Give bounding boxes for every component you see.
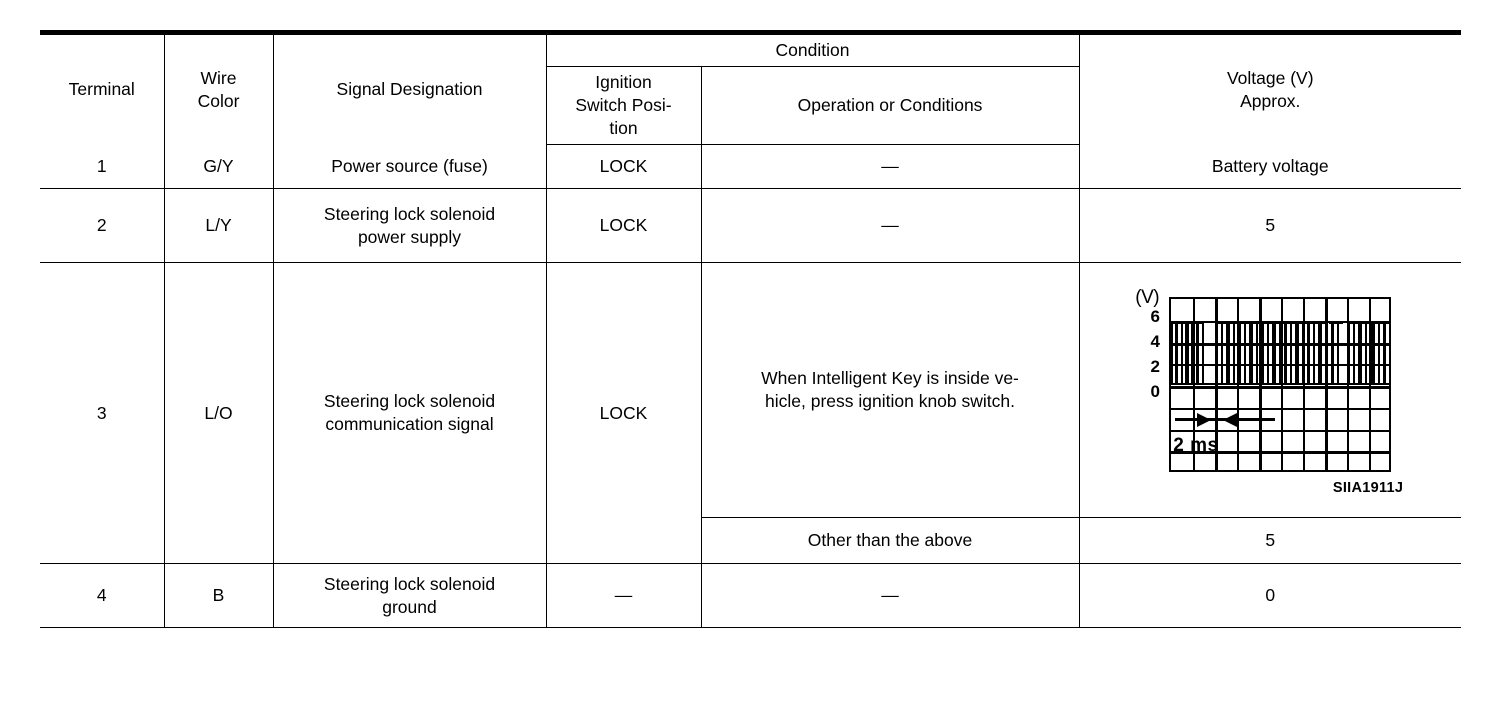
signal-line-2: power supply [357,226,462,247]
cell-ignition: LOCK [545,262,701,565]
cell-voltage: 0 [1078,563,1462,629]
signal-line-2: ground [382,596,437,617]
terminal-specification-table: Terminal Wire Color Signal Designation C… [40,29,1462,629]
waveform-grid [1169,297,1392,473]
header-operation-or-conditions: Operation or Conditions [700,66,1080,146]
signal-line-1: Steering lock solenoid [323,391,496,412]
time-division-marker [1171,411,1279,427]
cell-terminal: 2 [40,188,164,264]
waveform-trace [1171,321,1390,386]
cell-voltage: Battery voltage [1078,144,1462,190]
cell-wire-color: L/Y [163,188,273,264]
table-row: 2 L/Y Steering lock solenoid power suppl… [40,188,1462,264]
signal-line-1: Steering lock solenoid [323,203,496,224]
header-terminal: Terminal [40,29,164,145]
oscilloscope-waveform: (V) 6 4 2 0 [1135,283,1405,501]
header-wire-color: Wire Color [163,29,273,145]
cell-voltage-alt: 5 [1078,517,1462,565]
cell-voltage-waveform: (V) 6 4 2 0 [1078,262,1462,519]
header-signal-designation: Signal Designation [272,29,546,145]
cell-terminal: 4 [40,563,164,629]
cell-wire-color: L/O [163,262,273,565]
cell-operation-alt: Other than the above [700,517,1080,565]
y-tick-4: 4 [1150,332,1160,352]
cell-ignition: — [545,563,701,629]
cell-terminal: 3 [40,262,164,565]
waveform-unit-label: (V) [1135,287,1160,309]
signal-line-2: communication signal [325,414,494,435]
operation-line-1: When Intelligent Key is inside ve- [761,368,1019,389]
signal-line-1: Steering lock solenoid [323,573,496,594]
cell-signal: Steering lock solenoid power supply [272,188,546,264]
cell-wire-color: B [163,563,273,629]
waveform-y-axis: 6 4 2 0 [1143,308,1167,400]
table-header-row-top: Terminal Wire Color Signal Designation C… [40,29,1462,145]
cell-signal: Steering lock solenoid ground [272,563,546,629]
header-condition: Condition [545,29,1080,68]
y-tick-6: 6 [1150,307,1160,327]
time-division-label: 2 ms [1173,435,1219,457]
table-header-row-sub: Ignition Switch Posi- tion Operation or … [40,66,1461,146]
table-row: 1 G/Y Power source (fuse) LOCK — Battery… [40,144,1462,190]
cell-ignition: LOCK [545,144,701,190]
cell-terminal: 1 [40,144,164,190]
header-ignition-switch-position: Ignition Switch Posi- tion [545,66,701,146]
cell-wire-color: G/Y [163,144,273,190]
cell-operation: When Intelligent Key is inside ve- hicle… [700,262,1080,519]
cell-operation: — [700,144,1080,190]
cell-signal: Power source (fuse) [272,144,546,190]
arrow-right-icon [1197,412,1212,427]
operation-line-2: hicle, press ignition knob switch. [765,391,1015,412]
table-row: 4 B Steering lock solenoid ground — — 0 [40,563,1462,629]
table-row: 3 L/O Steering lock solenoid communicati… [40,262,1462,565]
cell-signal: Steering lock solenoid communication sig… [272,262,546,565]
cell-operation: — [700,188,1080,264]
y-tick-0: 0 [1150,382,1160,402]
cell-voltage: 5 [1078,188,1462,264]
cell-ignition: LOCK [545,188,701,264]
cell-operation: — [700,563,1080,629]
header-voltage: Voltage (V) Approx. [1078,29,1462,145]
y-tick-2: 2 [1150,357,1160,377]
arrow-left-icon [1223,412,1238,427]
figure-reference-code: SIIA1911J [1332,480,1404,497]
table-row: Other than the above 5 [40,517,1462,565]
